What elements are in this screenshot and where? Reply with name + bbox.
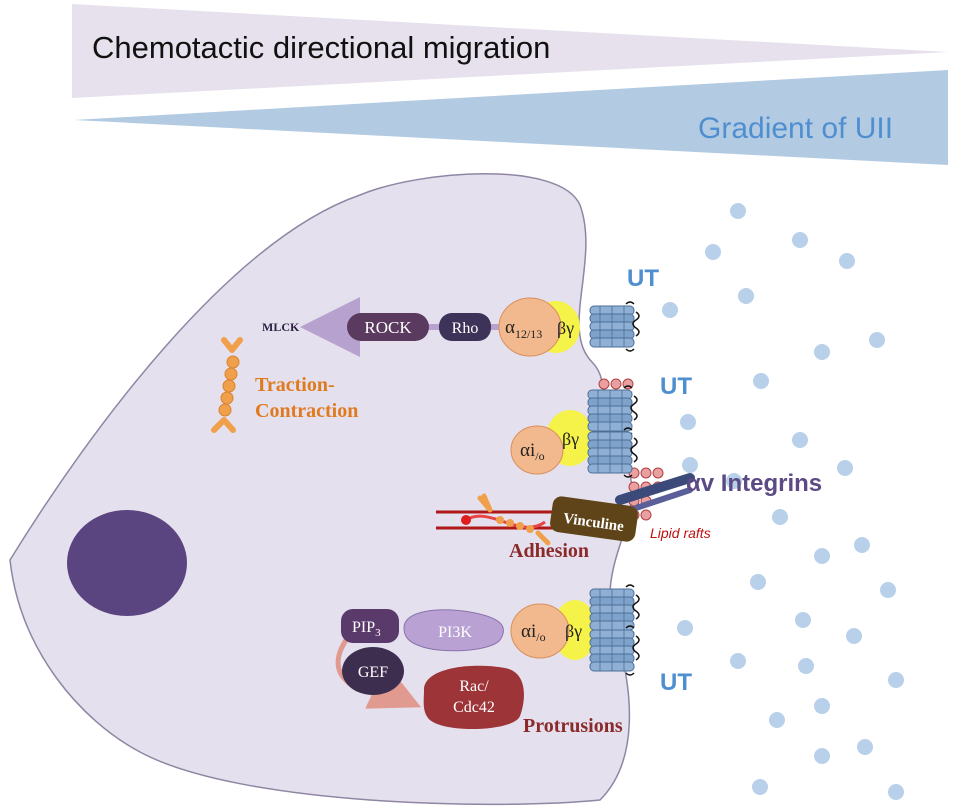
ut-receptor-bottom-b	[589, 625, 640, 676]
pip3-node	[341, 609, 399, 643]
myosin-icon	[211, 337, 243, 433]
ut-receptor-middle-b	[587, 427, 638, 478]
vinculine-node	[550, 496, 638, 542]
traction-label-line1: Traction-	[255, 374, 335, 396]
ut-top-label: UT	[627, 265, 659, 292]
rock-label: ROCK	[364, 318, 412, 337]
talin-icon	[461, 493, 551, 546]
alpha-12-13-subunit	[498, 297, 562, 357]
alpha-io-bottom-label: αi/o	[521, 621, 546, 644]
rac-label-line2: Cdc42	[453, 699, 495, 716]
alpha-io-bottom-subunit	[510, 603, 570, 659]
gradient-wedge	[74, 70, 948, 165]
beta-gamma-middle-label: βγ	[562, 429, 579, 449]
migration-label: Chemotactic directional migration	[92, 30, 550, 65]
integrin-rod	[615, 473, 695, 505]
rho-node	[439, 313, 491, 341]
lipid-rafts-label: Lipid rafts	[650, 525, 711, 541]
pi3k-label: PI3K	[438, 624, 472, 641]
pi3k-node	[403, 609, 504, 652]
gef-label: GEF	[358, 664, 388, 681]
rac-cdc42-node	[423, 665, 524, 730]
ut-middle-label: UT	[660, 373, 692, 400]
mlck-label: MLCK	[262, 320, 300, 334]
beta-gamma-top-label: βγ	[557, 318, 574, 338]
nucleus	[67, 510, 187, 616]
rock-node	[347, 313, 429, 341]
rho-label: Rho	[452, 320, 479, 337]
beta-gamma-bottom-label: βγ	[565, 621, 582, 641]
gradient-label: Gradient of UII	[698, 112, 893, 145]
alpha-io-middle-subunit	[510, 425, 564, 475]
adhesion-label: Adhesion	[509, 540, 589, 562]
rac-label-line1: Rac/	[459, 678, 489, 695]
ut-receptor-top	[589, 301, 640, 352]
cell-membrane	[9, 173, 633, 806]
ut-bottom-label: UT	[660, 669, 692, 696]
migration-wedge	[72, 4, 948, 98]
alpha-12-13-label: α12/13	[505, 317, 542, 341]
pip3-label: PIP3	[352, 619, 381, 639]
uii-ligand-dots	[662, 203, 904, 800]
protrusions-label: Protrusions	[523, 715, 623, 737]
traction-label-line2: Contraction	[255, 400, 358, 422]
alpha-io-middle-label: αi/o	[520, 440, 545, 463]
integrin-label: αv Integrins	[686, 470, 822, 497]
gef-rac-arrow	[365, 663, 422, 709]
gef-node	[342, 647, 404, 695]
